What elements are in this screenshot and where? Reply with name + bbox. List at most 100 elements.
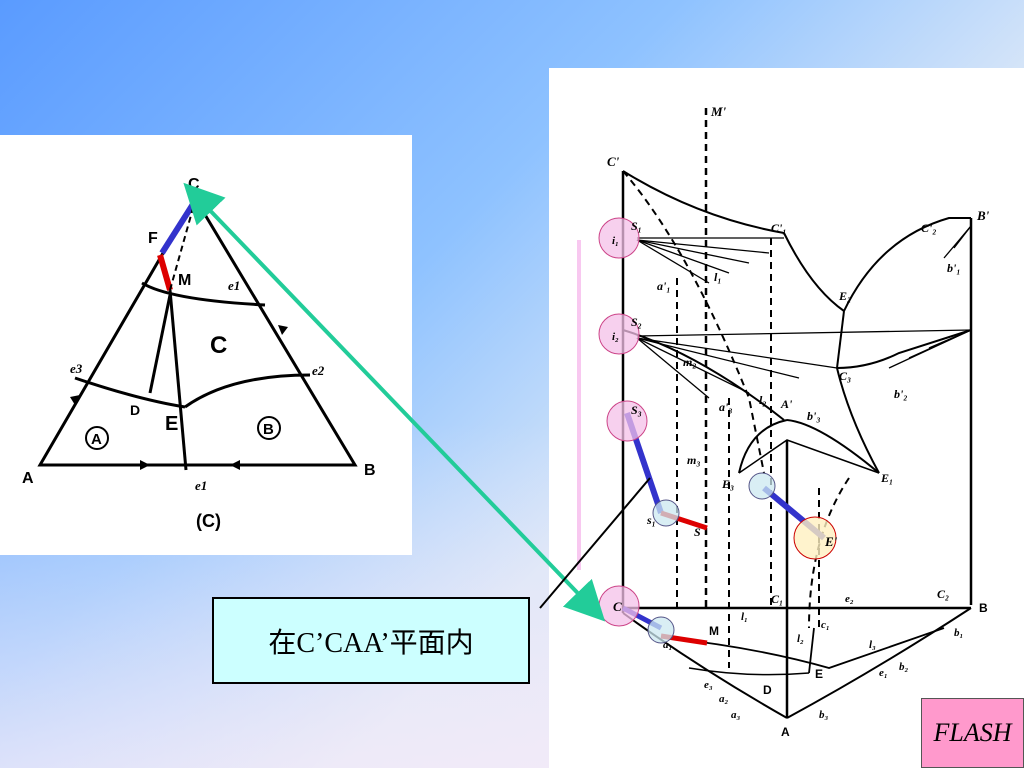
label-S1: S₁ bbox=[631, 219, 642, 233]
label-b3: b₃ bbox=[819, 709, 829, 721]
label-e3: e₃ bbox=[704, 679, 713, 691]
curve-C3-B bbox=[836, 329, 972, 369]
region-C-label: C bbox=[210, 332, 227, 359]
edge-arrow bbox=[230, 460, 240, 470]
label-a3p: a'₃ bbox=[719, 400, 733, 414]
pink-accent-bar bbox=[577, 240, 581, 570]
label-e1: e1 bbox=[195, 478, 207, 493]
label-E: E bbox=[815, 667, 823, 681]
prism-phase-diagram: M' C' B' C'₁ C'₂ b'₁ E₂ C₃ b'₂ A' a'₃ b'… bbox=[598, 104, 990, 739]
label-E1: E₁ bbox=[880, 471, 893, 485]
label-S: S bbox=[694, 525, 701, 539]
base-line-B-A bbox=[786, 607, 972, 719]
eutectic-plane bbox=[738, 439, 880, 474]
label-C3: C₃ bbox=[839, 369, 851, 383]
label-a2: a₂ bbox=[719, 693, 729, 705]
label-l3-base: l₃ bbox=[869, 639, 876, 651]
label-M: M bbox=[709, 624, 719, 638]
label-b2: b₂ bbox=[899, 661, 909, 673]
label-m2: m₂ bbox=[683, 355, 697, 369]
prism-phase-diagram-panel: M' C' B' C'₁ C'₂ b'₁ E₂ C₃ b'₂ A' a'₃ b'… bbox=[549, 68, 1024, 768]
label-Ep: E' bbox=[824, 534, 838, 549]
label-E: E bbox=[165, 413, 178, 435]
label-l1: l₁ bbox=[714, 270, 722, 284]
boundary-line-M-D bbox=[148, 294, 172, 394]
label-b2p: b'₂ bbox=[894, 387, 908, 401]
label-a1: a₁ bbox=[663, 639, 672, 651]
base-line-C-A bbox=[622, 612, 788, 719]
edge-arrow bbox=[70, 395, 80, 405]
boundary-curve-left bbox=[74, 376, 186, 409]
curve-C3-E1 bbox=[836, 367, 880, 474]
label-l2-base: l₂ bbox=[797, 633, 804, 645]
tie-line-fan-mid bbox=[636, 329, 972, 399]
marker-S3 bbox=[606, 400, 648, 442]
label-B: B bbox=[364, 462, 376, 479]
triangle-outline bbox=[37, 195, 358, 467]
label-l1-base: l₁ bbox=[741, 611, 748, 623]
label-A: A bbox=[781, 725, 790, 739]
label-Cp: C' bbox=[607, 154, 620, 169]
label-s1: s₁ bbox=[646, 513, 656, 527]
ternary-projection-diagram: C A B F M D E e1 e2 e3 e1 A B C (C) bbox=[22, 176, 376, 531]
label-Bp: B' bbox=[976, 208, 990, 223]
edge-arrow bbox=[140, 460, 150, 470]
label-b1p: b'₁ bbox=[947, 261, 961, 275]
label-b3p: b'₃ bbox=[807, 409, 821, 423]
curve-Cp-C1p bbox=[622, 170, 785, 234]
label-e2: e₂ bbox=[845, 593, 854, 605]
label-e1-upper: e1 bbox=[228, 278, 240, 293]
label-Ap: A' bbox=[780, 397, 793, 411]
label-E2: E₂ bbox=[838, 289, 851, 303]
label-i1: i₁ bbox=[612, 235, 619, 247]
marker-S bbox=[652, 499, 680, 527]
curve-C1p-E2 bbox=[783, 232, 845, 312]
caption-label: (C) bbox=[196, 511, 221, 531]
label-e1: e₁ bbox=[879, 667, 888, 679]
boundary-curve-right bbox=[184, 373, 311, 409]
marker-s1 bbox=[748, 472, 776, 500]
region-B-label: B bbox=[263, 421, 274, 438]
label-b1: b₁ bbox=[954, 627, 963, 639]
label-Mp: M' bbox=[710, 104, 727, 119]
label-D: D bbox=[763, 683, 772, 697]
label-C1p: C'₁ bbox=[771, 221, 787, 235]
label-a1p: a'₁ bbox=[657, 279, 671, 293]
label-S3: S₃ bbox=[631, 403, 642, 417]
tie-line-fan-right bbox=[943, 225, 972, 259]
ternary-projection-panel: C A B F M D E e1 e2 e3 e1 A B C (C) bbox=[0, 135, 412, 555]
curve-E2-Bp bbox=[843, 217, 971, 312]
label-M: M bbox=[178, 272, 191, 289]
label-a3: a₃ bbox=[731, 709, 741, 721]
flash-button[interactable]: FLASH bbox=[921, 698, 1024, 768]
label-m3: m₃ bbox=[687, 453, 701, 467]
label-B: B bbox=[979, 601, 988, 615]
region-A-label: A bbox=[91, 431, 102, 448]
label-C2: C₂ bbox=[937, 587, 949, 601]
edge-arrow bbox=[278, 325, 288, 335]
label-C1: C₁ bbox=[771, 592, 783, 606]
base-line-c1-E bbox=[808, 627, 815, 674]
label-F: F bbox=[148, 230, 158, 247]
label-D: D bbox=[130, 402, 140, 418]
label-A: A bbox=[22, 470, 34, 487]
marker-a1 bbox=[647, 616, 675, 644]
label-E3: E₃ bbox=[721, 477, 734, 491]
label-C: C bbox=[613, 599, 622, 614]
marker-Ep bbox=[793, 516, 837, 560]
label-C2p: C'₂ bbox=[921, 221, 937, 235]
label-i2: i₂ bbox=[612, 331, 619, 343]
blue-tie-line bbox=[159, 199, 198, 255]
plane-caption-box: 在C’CAA’平面内 bbox=[212, 597, 530, 684]
label-C: C bbox=[188, 176, 200, 193]
dashed-tie-line bbox=[169, 200, 196, 291]
label-e3: e3 bbox=[70, 361, 83, 376]
region-A-circle bbox=[85, 426, 109, 450]
label-S2: S₂ bbox=[631, 315, 642, 329]
label-c1: c₁ bbox=[821, 619, 830, 631]
boundary-line-M-e1 bbox=[168, 289, 188, 471]
label-l2: l₂ bbox=[759, 393, 767, 407]
base-line-D-E bbox=[688, 667, 810, 676]
tie-line-fan-top bbox=[636, 237, 784, 284]
label-e2: e2 bbox=[312, 363, 325, 378]
